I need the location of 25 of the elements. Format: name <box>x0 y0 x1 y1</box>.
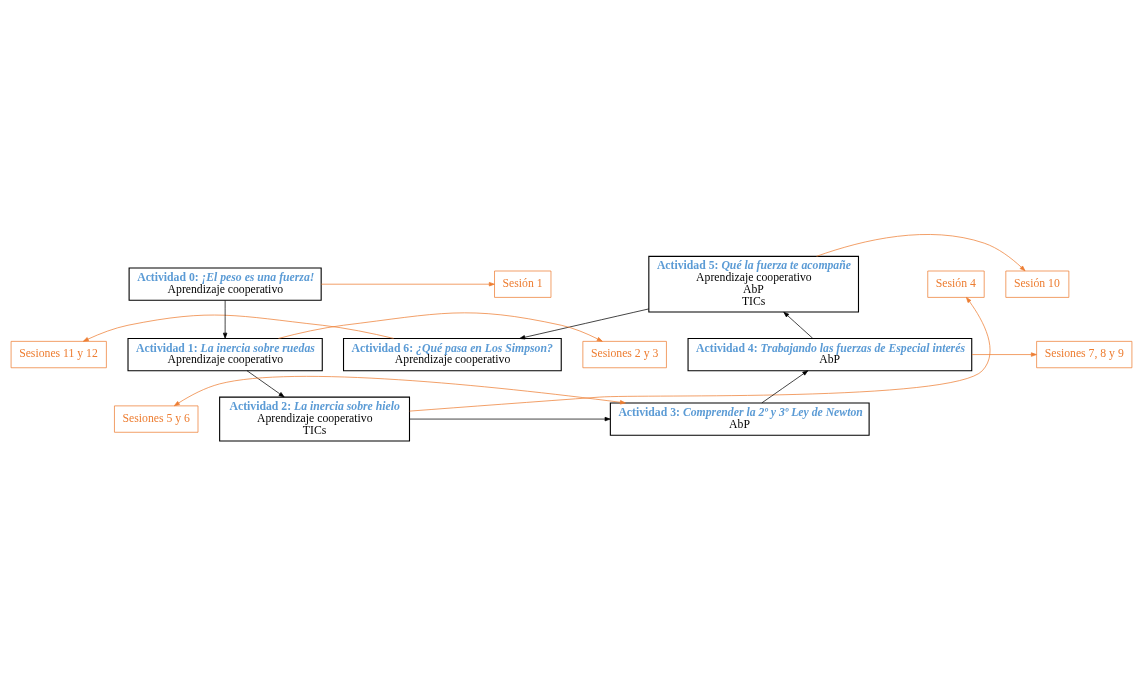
arrow <box>816 234 1026 272</box>
arrow <box>173 376 626 407</box>
arrow <box>320 282 495 287</box>
node-box: Actividad 0: ¡El peso es una fuerza! Aprendizaje cooperativo <box>128 267 322 301</box>
node-box: Actividad 4: Trabajando las fuerzas de Especial interés AbP <box>687 337 973 372</box>
node-box: Sesión 10 <box>1005 270 1070 298</box>
arrow <box>783 311 814 339</box>
node-box: Actividad 2: La inercia sobre hielo Aprendizaje cooperativo TICs <box>219 396 411 442</box>
node-box: Sesiones 2 y 3 <box>582 341 667 369</box>
node-box: Sesiones 11 y 12 <box>10 341 107 369</box>
arrow <box>246 370 285 398</box>
arrow <box>761 370 809 404</box>
arrow <box>222 300 228 339</box>
node-box: Sesiones 5 y 6 <box>114 405 199 433</box>
arrow <box>971 352 1037 357</box>
arrow <box>409 297 991 412</box>
arrow <box>82 314 394 342</box>
node-box: Sesiones 7, 8 y 9 <box>1036 341 1133 369</box>
node-box: Actividad 1: La inercia sobre ruedas Aprendizaje cooperativo <box>127 337 323 372</box>
arrow <box>409 416 611 422</box>
node-box: Sesión 4 <box>927 270 985 298</box>
node-box: Actividad 5: Qué la fuerza te acompañe Aprendizaje cooperativo AbP TICs <box>648 255 860 313</box>
arrow <box>519 308 650 340</box>
arrow <box>278 312 603 342</box>
node-box: Sesión 1 <box>494 270 552 298</box>
